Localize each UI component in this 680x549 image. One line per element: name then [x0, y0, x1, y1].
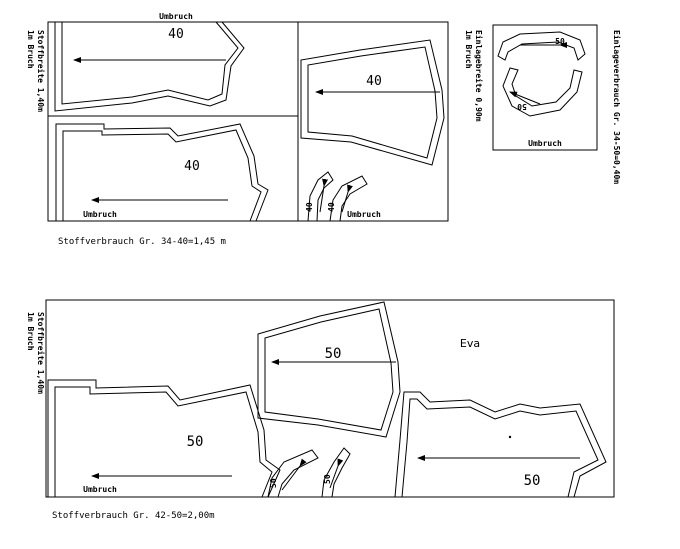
top-fold-side-label: 1m Bruch — [26, 30, 35, 69]
bottom-layout: Stoffbreite 1,40m 1m Bruch Eva 50 Umbruc… — [26, 299, 615, 521]
grain-arrow — [319, 178, 329, 213]
top-fabric-width-label: Stoffbreite 1,40m — [36, 30, 46, 112]
pattern-piece-collar-facing — [497, 31, 586, 61]
top-layout: Umbruch Stoffbreite 1,40m 1m Bruch 40 40… — [26, 12, 449, 247]
pattern-piece-sleeve-large: 50 — [257, 301, 401, 438]
interfacing-fold-label: Umbruch — [528, 139, 562, 148]
pattern-piece-facing-strips: 40 40 Umbruch — [305, 171, 381, 222]
interfacing-frame — [492, 24, 598, 151]
grain-arrow — [341, 184, 353, 213]
interfacing-consumption-label: Einlageverbrauch Gr. 34-50=0,40m — [612, 30, 622, 184]
bottom-fabric-width-label: Stoffbreite 1,40m — [36, 312, 46, 394]
bottom-fold-label: Umbruch — [347, 210, 381, 219]
size-label: 50 — [517, 102, 527, 111]
size-label: 40 — [305, 202, 314, 212]
bottom-fold-side-label: 1m Bruch — [26, 312, 35, 351]
bottom-consumption: Stoffverbrauch Gr. 42-50=2,00m — [52, 511, 215, 521]
size-label: 50 — [187, 434, 204, 450]
size-label: 50 — [325, 346, 342, 362]
brand-label: Eva — [460, 337, 480, 350]
top-consumption: Stoffverbrauch Gr. 34-40=1,45 m — [58, 237, 226, 247]
pattern-piece-back: 40 — [54, 21, 245, 112]
size-label: 50 — [555, 37, 565, 46]
interfacing-fold-side-label: 1m Bruch — [464, 30, 473, 69]
bottom-fold-label: Umbruch — [83, 485, 117, 494]
pattern-piece-sleeve: 40 — [300, 39, 445, 166]
size-label: 40 — [366, 74, 382, 89]
pattern-piece-facing-strips-large: 50 50 — [267, 447, 351, 498]
size-label: 40 — [168, 27, 184, 42]
pattern-piece-front-large: 50 Umbruch — [47, 379, 281, 498]
dot-mark — [508, 435, 512, 439]
grain-arrow — [281, 458, 307, 491]
bottom-layout-frame — [45, 299, 615, 498]
size-label: 40 — [184, 159, 200, 174]
size-label: 50 — [524, 473, 541, 489]
pattern-piece-back-large: 50 — [394, 391, 607, 498]
grain-arrow — [329, 458, 344, 489]
size-label: 50 — [323, 474, 332, 484]
interfacing-width-label: Einlagebreite 0,90m — [474, 30, 484, 122]
size-label: 50 — [269, 478, 278, 488]
interfacing-layout: Einlagebreite 0,90m 1m Bruch Einlageverb… — [464, 24, 622, 184]
size-label: 40 — [327, 202, 336, 212]
top-fold-label: Umbruch — [159, 12, 193, 21]
bottom-fold-label: Umbruch — [83, 210, 117, 219]
pattern-piece-neck-facing — [502, 67, 583, 117]
grain-arrow — [509, 91, 541, 105]
top-layout-frame — [47, 21, 449, 222]
pattern-piece-front: 40 Umbruch — [55, 123, 269, 222]
